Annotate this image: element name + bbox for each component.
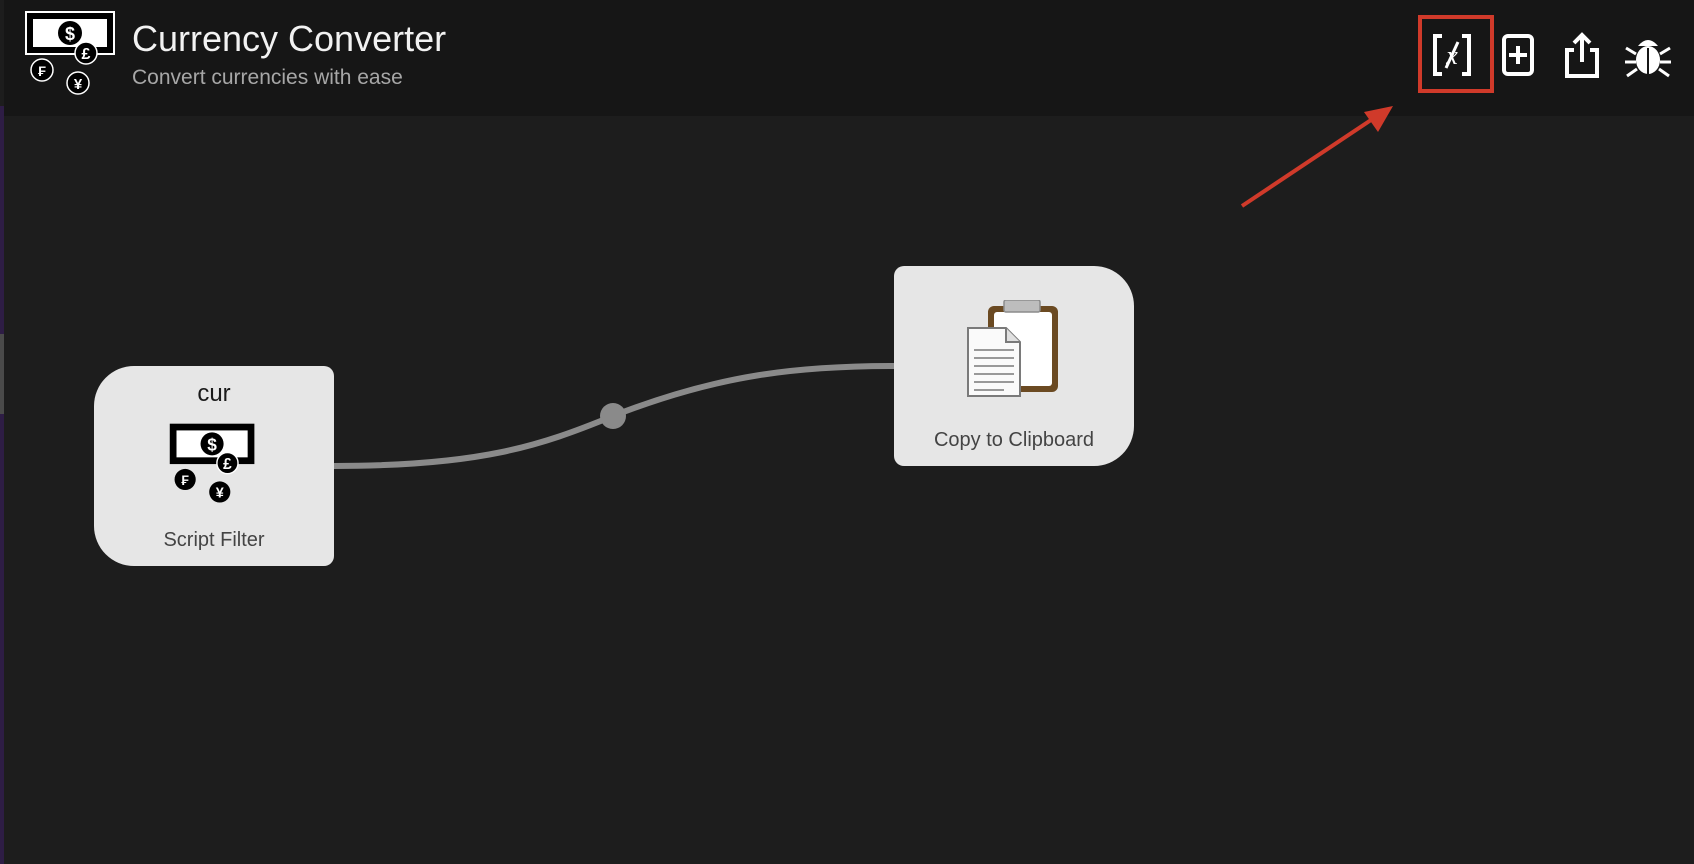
debugger-button[interactable] bbox=[1618, 24, 1678, 88]
connection-line[interactable] bbox=[333, 363, 895, 469]
svg-text:₣: ₣ bbox=[38, 63, 46, 79]
clipboard-icon bbox=[967, 300, 1058, 397]
workflow-title: Currency Converter bbox=[132, 18, 447, 59]
svg-text:$: $ bbox=[65, 24, 75, 44]
node-label: Script Filter bbox=[163, 529, 265, 551]
plus-document-icon bbox=[1502, 34, 1534, 76]
share-icon bbox=[1565, 32, 1599, 78]
svg-text:£: £ bbox=[82, 46, 91, 63]
export-button[interactable] bbox=[1552, 24, 1612, 88]
svg-text:£: £ bbox=[223, 456, 232, 473]
node-keyword: cur bbox=[197, 380, 231, 407]
sidebar-scroll-indicator bbox=[0, 334, 4, 414]
annotation-arrow-line bbox=[1240, 116, 1376, 208]
currency-bill-icon: $ £ ₣ ¥ bbox=[169, 423, 255, 503]
currency-bill-icon[interactable]: $ £ ₣ ¥ bbox=[20, 6, 124, 106]
script-filter-node[interactable]: cur $ £ ₣ ¥ Script Filter bbox=[94, 366, 334, 566]
left-sidebar-edge bbox=[0, 106, 4, 864]
variables-button[interactable]: x bbox=[1422, 24, 1482, 88]
copy-clipboard-node[interactable]: Copy to Clipboard bbox=[894, 266, 1134, 466]
svg-text:¥: ¥ bbox=[74, 76, 83, 93]
svg-text:¥: ¥ bbox=[216, 486, 224, 502]
variables-icon: x bbox=[1433, 34, 1471, 76]
workflow-subtitle: Convert currencies with ease bbox=[132, 66, 403, 89]
svg-text:$: $ bbox=[207, 435, 217, 455]
svg-text:₣: ₣ bbox=[181, 473, 189, 488]
node-label: Copy to Clipboard bbox=[933, 429, 1095, 451]
connection-knob[interactable] bbox=[600, 403, 626, 429]
variables-highlight-box bbox=[1418, 15, 1494, 93]
workflow-header: $ £ ₣ ¥ Currency Converter Convert curre… bbox=[4, 0, 1694, 116]
add-object-button[interactable] bbox=[1488, 24, 1548, 88]
bug-icon bbox=[1625, 40, 1671, 78]
